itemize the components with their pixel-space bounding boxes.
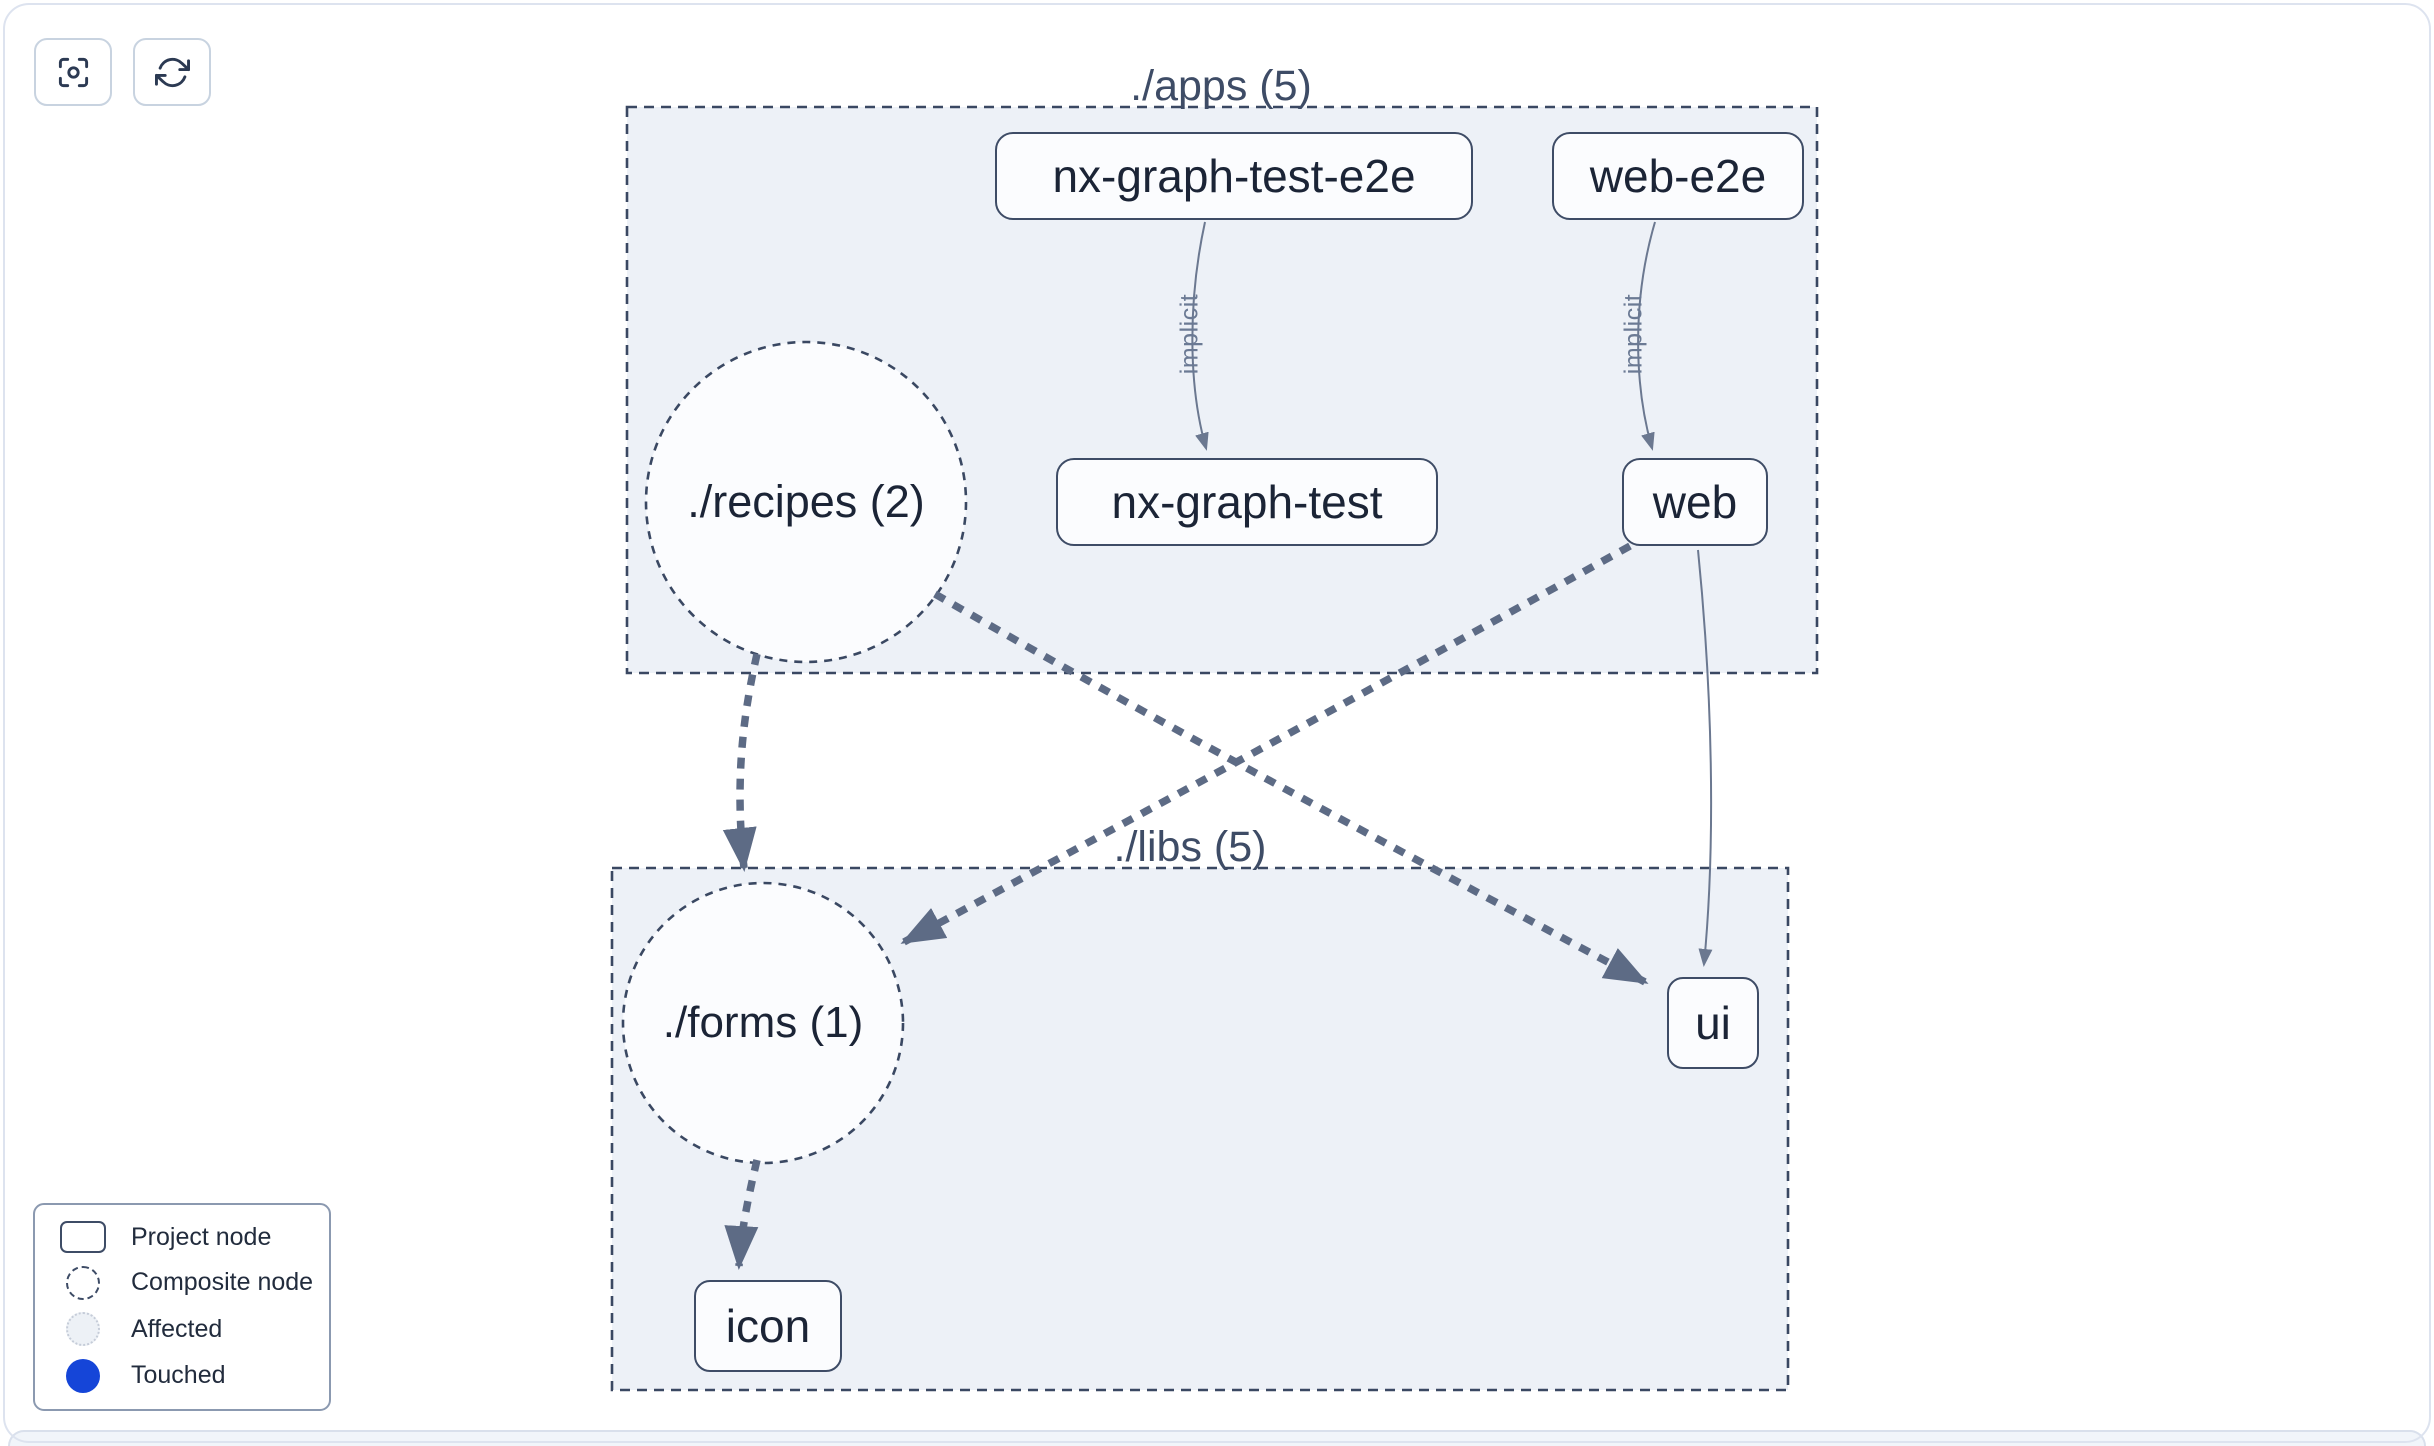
legend-label: Project node	[131, 1222, 272, 1251]
project-node-icon[interactable]: icon	[694, 1280, 842, 1372]
edge-nx-graph-test-e2e-to-nx-graph-test	[1191, 221, 1209, 451]
legend-row-affected: Affected	[35, 1312, 329, 1347]
project-node-nx-graph-test[interactable]: nx-graph-test	[1056, 458, 1438, 546]
touched-icon-sample	[66, 1358, 100, 1393]
edge-web-to-ui	[1697, 549, 1713, 967]
project-node-ui[interactable]: ui	[1667, 977, 1759, 1069]
composite-node-forms-circle[interactable]	[621, 881, 905, 1165]
refresh-button[interactable]	[133, 38, 211, 106]
focus-icon	[58, 57, 88, 87]
cluster-apps-label[interactable]: ./apps (5)	[1130, 61, 1312, 110]
bottom-panel-edge	[8, 1430, 2426, 1446]
legend-label: Composite node	[131, 1268, 314, 1297]
composite-node-recipes-circle[interactable]	[644, 340, 968, 664]
project-node-web-e2e[interactable]: web-e2e	[1552, 132, 1804, 220]
edge-recipes-to-forms	[722, 653, 761, 872]
edge-web-e2e-to-web	[1637, 221, 1656, 451]
edge-label-implicit-2: implicit	[1619, 293, 1648, 375]
composite-node-recipes-label[interactable]: ./recipes (2)	[687, 476, 925, 527]
composite-node-forms-label[interactable]: ./forms (1)	[662, 998, 864, 1047]
project-node-web[interactable]: web	[1622, 458, 1768, 546]
edge-label-implicit-1: implicit	[1175, 293, 1204, 375]
toolbar	[34, 38, 211, 106]
legend-row-project-node: Project node	[35, 1221, 329, 1254]
cluster-libs-label[interactable]: ./libs (5)	[1113, 822, 1267, 871]
affected-icon-sample	[66, 1312, 100, 1347]
legend-label: Touched	[131, 1361, 226, 1390]
legend-row-composite-node: Composite node	[35, 1265, 329, 1300]
focus-reset-button[interactable]	[34, 38, 112, 106]
legend-label: Affected	[131, 1314, 223, 1343]
legend-row-touched: Touched	[35, 1358, 329, 1393]
edge-recipes-to-ui	[933, 590, 1649, 986]
project-node-nx-graph-test-e2e[interactable]: nx-graph-test-e2e	[995, 132, 1473, 220]
refresh-icon	[154, 57, 190, 87]
project-node-icon-sample	[60, 1221, 106, 1254]
composite-node-icon-sample	[66, 1265, 100, 1300]
legend-panel: Project node Composite node Affected Tou…	[33, 1203, 331, 1411]
